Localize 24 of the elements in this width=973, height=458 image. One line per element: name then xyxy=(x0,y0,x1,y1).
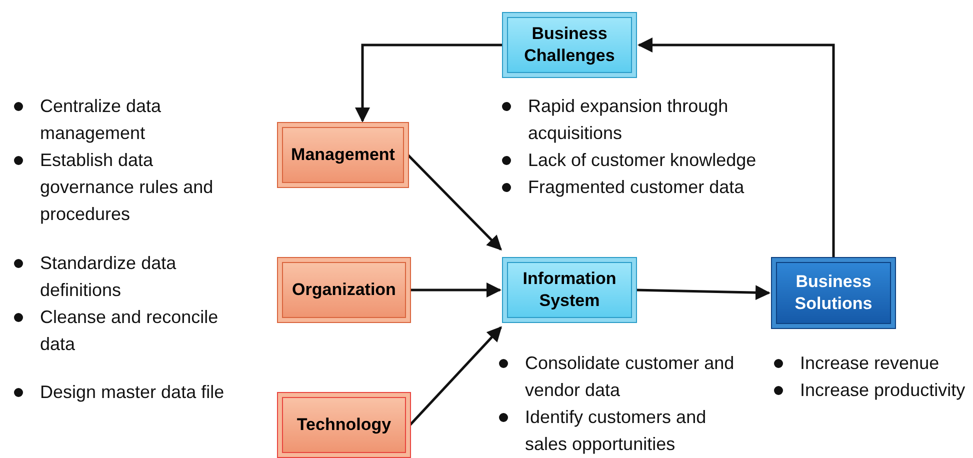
process-box: Business Challenges xyxy=(503,13,636,77)
bullet-text: Fragmented customer data xyxy=(528,177,744,197)
arrow xyxy=(638,38,835,258)
bullet-text: Cleanse and reconcile data xyxy=(40,307,218,354)
dimension-box: Organization xyxy=(278,258,410,322)
bullet-text: Establish data governance rules and procedures xyxy=(40,150,214,224)
bullet-text: Centralize data management xyxy=(40,96,162,143)
bullet-text: Design master data file xyxy=(40,382,224,402)
arrow xyxy=(355,44,503,122)
bullet-text: Increase productivity xyxy=(800,380,966,400)
bullet-text: Lack of customer knowledge xyxy=(528,150,756,170)
arrow xyxy=(409,326,502,426)
bullet-text: Consolidate customer and vendor data xyxy=(525,353,734,400)
dimension-box: Technology xyxy=(278,393,410,457)
bullet-text: Standardize data definitions xyxy=(40,253,176,300)
arrow xyxy=(410,282,502,298)
process-box: Business Solutions xyxy=(772,258,895,328)
dimension-box: Management xyxy=(278,123,408,187)
process-box: Information System xyxy=(503,258,636,322)
bullet-text: Increase revenue xyxy=(800,353,940,373)
arrow xyxy=(407,154,502,251)
bullet-text: Identify customers and sales opportunities xyxy=(525,407,706,454)
bullet-text: Rapid expansion through acquisitions xyxy=(528,96,728,143)
arrow xyxy=(636,285,770,300)
